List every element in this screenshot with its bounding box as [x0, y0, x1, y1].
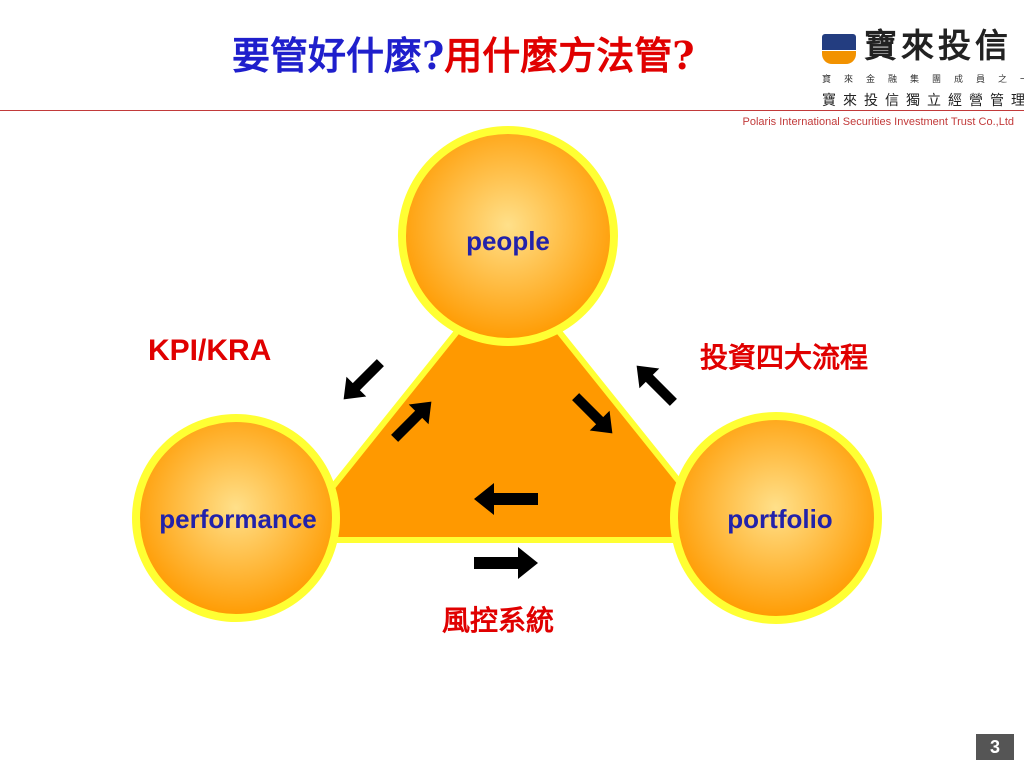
- risk-control-label: 風控系統: [442, 604, 555, 637]
- logo-name: 寶來投信: [864, 26, 1012, 65]
- investment-process-label: 投資四大流程: [700, 341, 869, 374]
- node-performance-label: performance: [159, 504, 317, 534]
- arrow-portfolio-to-performance-icon: [474, 483, 538, 515]
- node-portfolio-circle: [670, 412, 882, 624]
- arrow-performance-to-portfolio-icon: [474, 547, 538, 579]
- arrow-people-to-performance-icon: [343, 359, 384, 400]
- node-people-circle: [398, 126, 618, 346]
- logo-mark-icon: [822, 34, 856, 64]
- node-portfolio-label: portfolio: [727, 504, 833, 534]
- page-title: 要管好什麼?用什麼方法管?: [232, 28, 695, 84]
- arrow-performance-to-people-icon: [391, 401, 432, 442]
- header-divider: [0, 110, 1024, 111]
- arrow-people-to-portfolio-icon: [572, 393, 613, 434]
- logo-management-line: 寶來投信獨立經營管理: [822, 93, 1024, 109]
- logo-member-line: 寶來金融集團成員之一: [822, 75, 1024, 85]
- title-question: 要管好什麼?: [232, 33, 445, 78]
- node-performance-circle: [132, 414, 340, 622]
- company-logo: 寶來投信 寶來金融集團成員之一 寶來投信獨立經營管理: [822, 26, 1024, 112]
- company-english-name: Polaris International Securities Investm…: [742, 116, 1014, 128]
- triangle: [287, 265, 729, 543]
- page-number: 3: [976, 734, 1014, 760]
- arrow-portfolio-to-people-icon: [636, 365, 677, 406]
- title-answer: 用什麼方法管?: [444, 33, 695, 78]
- node-people-label: people: [466, 226, 550, 256]
- kpi-kra-label: KPI/KRA: [148, 334, 272, 367]
